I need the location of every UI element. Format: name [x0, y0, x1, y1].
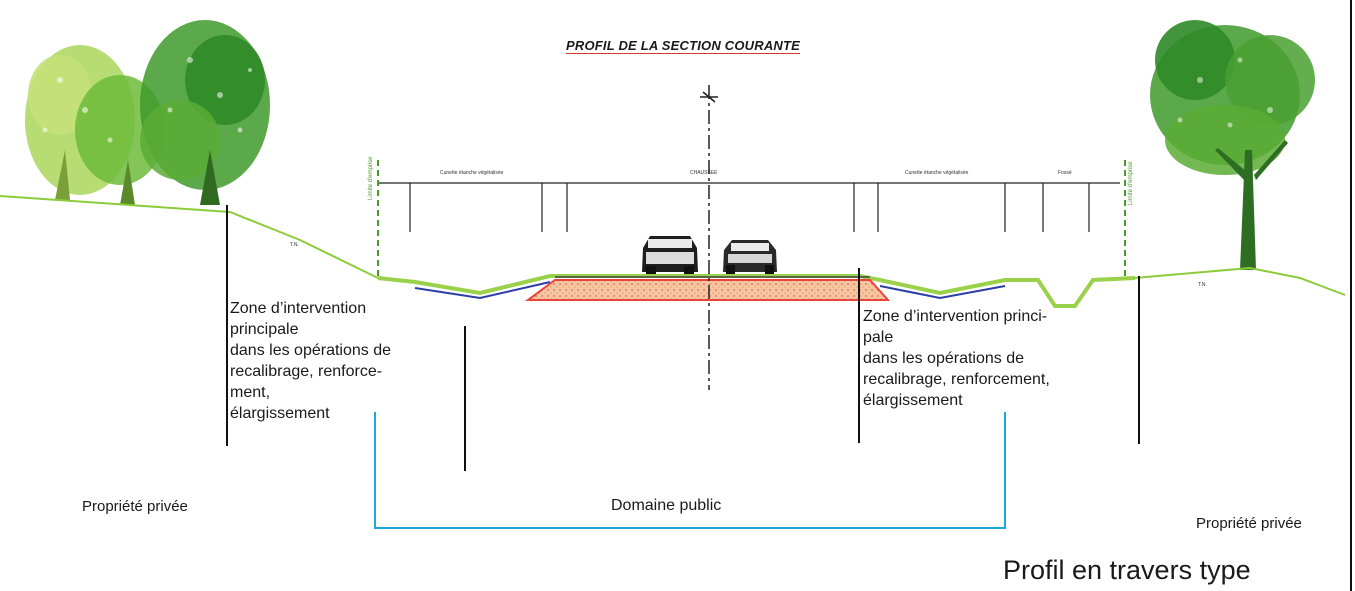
zone-annotation-left: Zone d’intervention principale dans les … — [230, 298, 465, 424]
left-trees-illustration — [25, 20, 270, 205]
terrain-left — [0, 195, 379, 279]
terrain-label-right: T.N. — [1198, 282, 1207, 288]
car-left — [642, 236, 698, 274]
dim-label-far-right: Fossé — [1058, 170, 1072, 176]
car-right — [723, 240, 777, 274]
road-profile-surface — [377, 274, 1136, 308]
zone-left-line-4: recalibrage, renforce- — [230, 363, 383, 380]
public-domain-bracket — [374, 412, 1006, 529]
limit-label-left: Limite d'emprise — [368, 156, 374, 201]
zone-right-line-4: recalibrage, renforcement, — [863, 371, 1050, 388]
dim-label-left-ditch: Cunette étanche végétalisée — [440, 170, 504, 176]
axis-symbol — [700, 91, 718, 103]
private-property-label-right: Propriété privée — [1196, 515, 1302, 532]
zone-left-line-6: élargissement — [230, 405, 330, 422]
pavement-structure — [524, 279, 891, 301]
subgrade-right — [879, 285, 1006, 300]
right-tree-illustration — [1150, 20, 1315, 270]
terrain-label-left: T.N. — [290, 242, 299, 248]
drawing-title: PROFIL DE LA SECTION COURANTE — [566, 38, 801, 53]
zone-left-line-1: Zone d’intervention — [230, 300, 367, 317]
zone-right-line-5: élargissement — [863, 392, 963, 409]
public-domain-label: Domaine public — [611, 497, 722, 514]
limit-label-right: Limite d'emprise — [1128, 161, 1134, 206]
terrain-right — [1134, 266, 1346, 296]
private-property-label-left: Propriété privée — [82, 498, 188, 515]
figure-caption: Profil en travers type — [1003, 555, 1251, 585]
zone-right-line-3: dans les opérations de — [863, 350, 1024, 367]
zone-right-line-2: pale — [863, 329, 894, 346]
dim-label-right-ditch: Cunette étanche végétalisée — [905, 170, 969, 176]
zone-left-line-3: dans les opérations de — [230, 342, 391, 359]
subgrade-left — [414, 281, 551, 300]
zone-right-line-1: Zone d’intervention princi- — [863, 308, 1048, 325]
zone-annotation-right: Zone d’intervention princi- pale dans le… — [863, 306, 1123, 411]
zone-left-line-5: ment, — [230, 384, 271, 401]
zone-left-line-2: principale — [230, 321, 299, 338]
dimension-line — [378, 182, 1120, 232]
dim-label-center: CHAUSSEE — [690, 170, 718, 176]
